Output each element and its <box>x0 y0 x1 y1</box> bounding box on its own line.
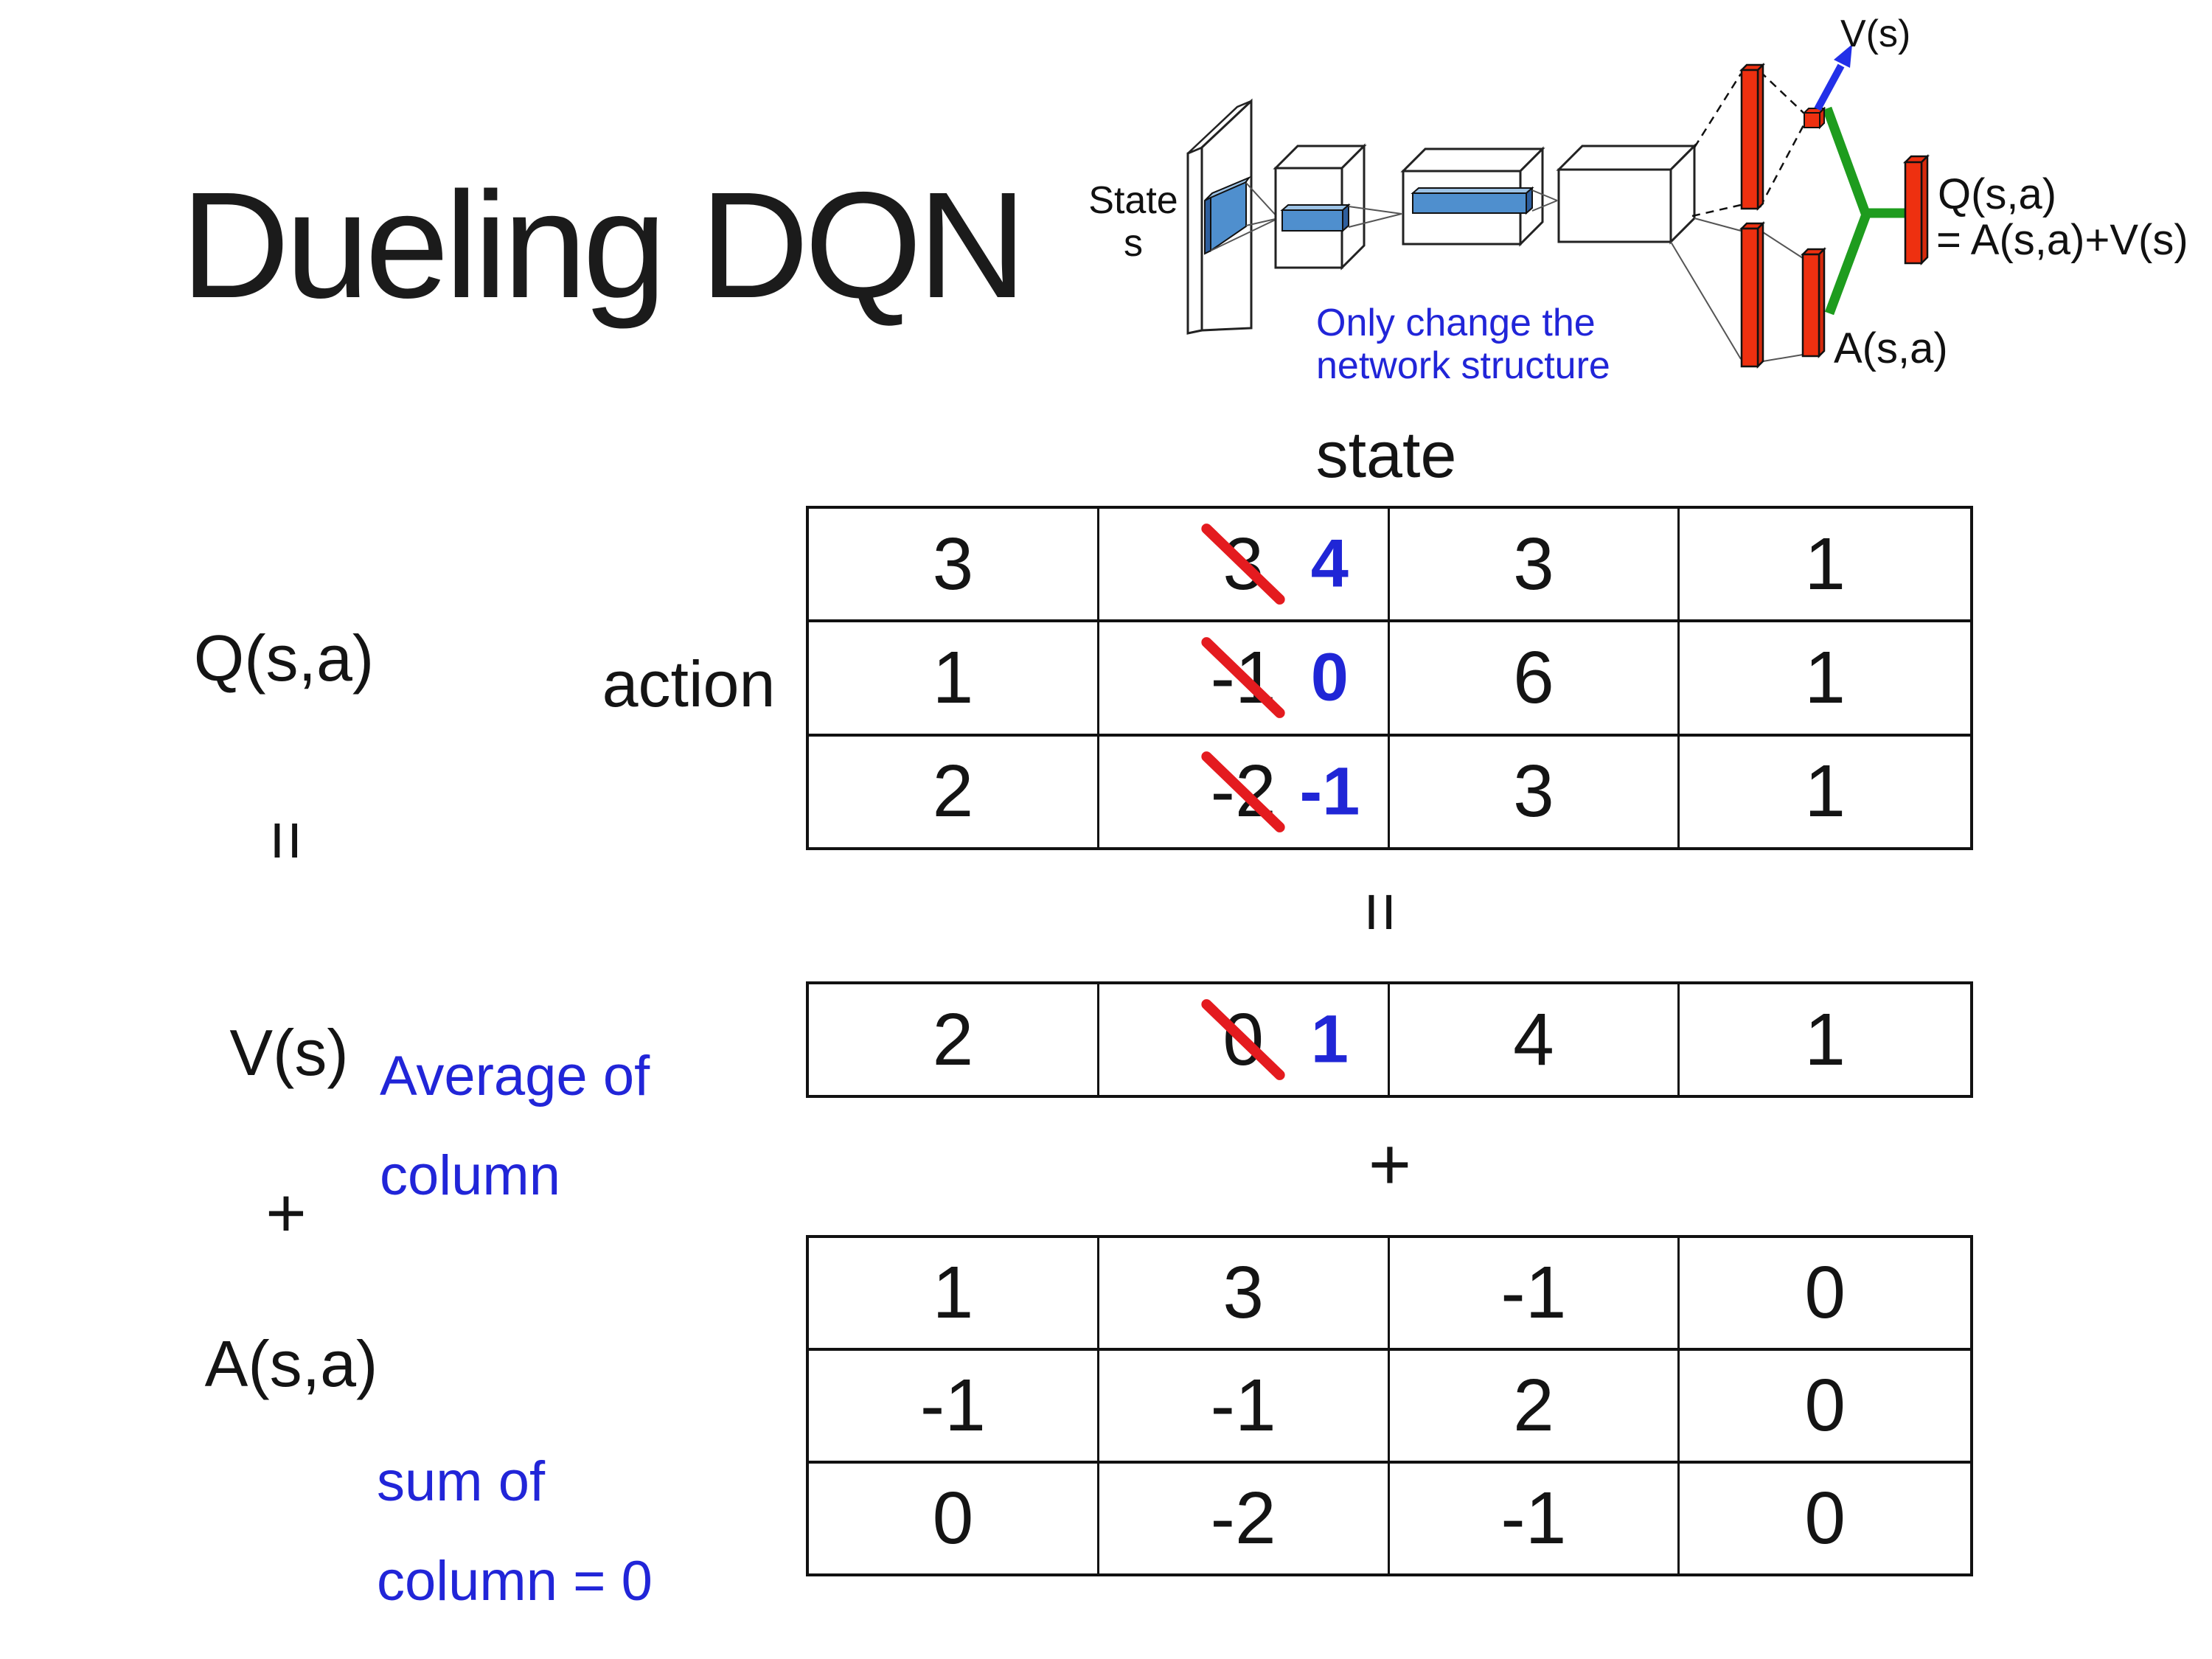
state-axis-label: state <box>1315 418 1457 491</box>
average-note-line1: Average of <box>380 1045 650 1107</box>
v-output-label: V(s) <box>1840 13 1910 55</box>
value-arrow <box>1814 44 1852 111</box>
network-note-line2: network structure <box>1316 344 1610 387</box>
a-matrix-cell-r0c0: 1 <box>809 1238 1099 1351</box>
network-note-line1: Only change the <box>1316 302 1596 344</box>
q-output-label-line1: Q(s,a) <box>1938 170 2056 218</box>
fan-lines-1 <box>1210 182 1279 251</box>
q-matrix-cell-r1c2: 6 <box>1389 622 1680 737</box>
a-matrix-cell-r0c3: 0 <box>1680 1238 1970 1351</box>
average-note: Average of column <box>380 1026 650 1225</box>
fan-lines-2 <box>1348 206 1402 228</box>
state-value-row: 20141 <box>806 981 1973 1098</box>
equation-v-label: V(s) <box>229 1016 349 1089</box>
q-matrix-cell-r1c3: 1 <box>1680 622 1970 737</box>
equation-equals-left: = <box>247 820 326 861</box>
fan-lines-3 <box>1531 189 1558 212</box>
a-matrix-cell-r0c1: 3 <box>1099 1238 1390 1351</box>
replacement-new-value: -1 <box>1299 754 1360 830</box>
a-matrix-cell-r2c1: -2 <box>1099 1464 1390 1573</box>
v-row-cell-r0c2: 4 <box>1390 984 1680 1095</box>
action-axis-label: action <box>602 647 776 720</box>
equation-plus-left: + <box>265 1174 307 1253</box>
v-row-cell-r0c0: 2 <box>809 984 1099 1095</box>
q-output-label-line2: = A(s,a)+V(s) <box>1936 216 2188 264</box>
a-matrix-cell-r1c2: 2 <box>1389 1351 1680 1464</box>
a-matrix-cell-r2c2: -1 <box>1390 1464 1680 1573</box>
connector-equals-mid: = <box>1341 891 1420 933</box>
sum-note: sum of column = 0 <box>377 1432 653 1631</box>
fc-bar-value-hidden <box>1739 62 1766 212</box>
replacement-new-value: 0 <box>1310 639 1349 715</box>
feature-bar-1 <box>1280 203 1351 233</box>
q-matrix-cell-r0c1: 34 <box>1099 509 1390 623</box>
q-matrix-cell-r0c2: 3 <box>1389 509 1680 623</box>
a-matrix-cell-r0c2: -1 <box>1389 1238 1680 1351</box>
solid-links-advantage-stream <box>1670 218 1804 362</box>
dashed-links-value-stream <box>1691 71 1805 218</box>
state-input-label-line2: s <box>1124 222 1143 265</box>
q-matrix-cell-r1c1: -10 <box>1099 622 1390 737</box>
merge-links-green <box>1822 106 1905 316</box>
sum-note-line1: sum of <box>377 1450 546 1513</box>
feature-bar-2 <box>1411 186 1534 215</box>
q-matrix-cell-r2c0: 2 <box>809 736 1099 847</box>
fc-bar-advantage-hidden <box>1739 220 1766 369</box>
conv-box-3 <box>1556 143 1697 245</box>
a-matrix-cell-r1c3: 0 <box>1680 1351 1970 1464</box>
dueling-network-diagram: State s V(s) Q(s,a) = A(s,a)+V(s) A(s,a)… <box>1088 13 2188 387</box>
replacement-new-value: 1 <box>1310 1001 1349 1077</box>
q-matrix-cell-r0c0: 3 <box>809 509 1099 623</box>
a-matrix-cell-r1c0: -1 <box>809 1351 1099 1464</box>
replacement-new-value: 4 <box>1310 526 1349 602</box>
average-note-line2: column <box>380 1144 560 1207</box>
equation-a-label: A(s,a) <box>204 1327 378 1400</box>
q-matrix-cell-r1c0: 1 <box>809 622 1099 737</box>
conv-filter-wedge <box>1204 175 1252 255</box>
connector-plus-mid: + <box>1368 1123 1412 1206</box>
sum-note-line2: column = 0 <box>377 1550 653 1613</box>
a-matrix-cell-r2c0: 0 <box>809 1464 1099 1573</box>
q-matrix-cell-r2c1: -2-1 <box>1099 736 1390 847</box>
slide-title: Dueling DQN <box>181 161 1027 330</box>
q-matrix-cell-r2c2: 3 <box>1390 736 1680 847</box>
a-matrix-cell-r2c3: 0 <box>1804 1477 1846 1559</box>
v-row-cell-r0c1: 01 <box>1099 984 1390 1095</box>
v-row-cell-r0c3: 1 <box>1804 998 1846 1081</box>
a-matrix-cell-r1c1: -1 <box>1099 1351 1390 1464</box>
a-output-label: A(s,a) <box>1834 324 1948 372</box>
advantage-vector-bar <box>1800 246 1827 359</box>
q-matrix-cell-r2c3: 1 <box>1804 750 1846 833</box>
value-scalar-node <box>1802 106 1826 130</box>
equation-q-label: Q(s,a) <box>193 622 375 695</box>
q-output-bar <box>1902 153 1930 266</box>
q-matrix-cell-r0c3: 1 <box>1680 509 1970 623</box>
state-input-label-line1: State <box>1088 179 1178 222</box>
